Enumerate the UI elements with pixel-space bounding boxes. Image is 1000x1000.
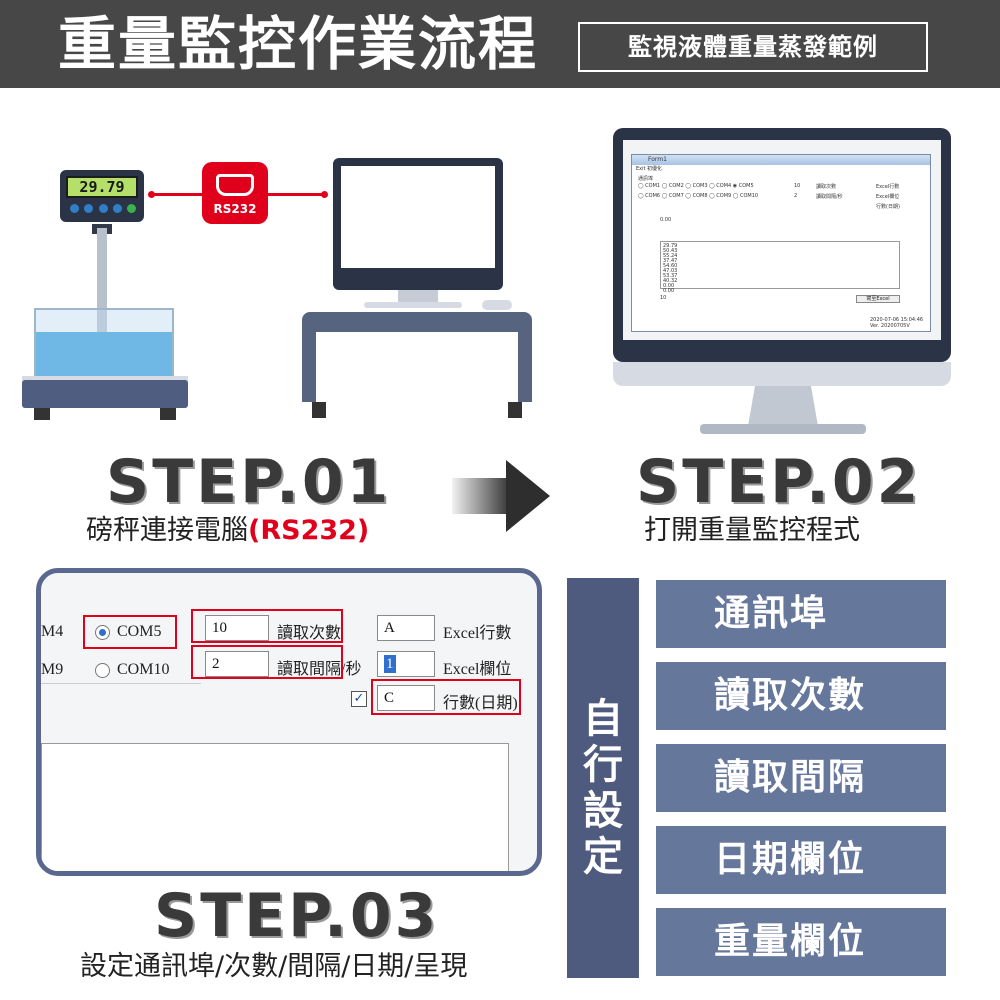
cable-end xyxy=(148,191,155,198)
app-menu[interactable]: Exit 初優化 xyxy=(636,166,663,172)
app-ports-row[interactable]: ◯ COM6 ◯ COM7 ◯ COM8 ◯ COM9 ◯ COM10 xyxy=(638,193,759,199)
big-monitor: Form1 Exit 初優化 通訊埠 ◯ COM1 ◯ COM2 ◯ COM3 … xyxy=(613,128,951,362)
setting-item-weight-column: 重量欄位 xyxy=(656,908,946,976)
setting-item-date-column: 日期欄位 xyxy=(656,826,946,894)
com10-radio[interactable] xyxy=(95,663,110,678)
desk-leg xyxy=(518,330,532,402)
highlight-box xyxy=(191,609,343,643)
scale-display: 29.79 xyxy=(60,170,144,222)
settings-heading-bar: 自 行 設 定 xyxy=(567,578,639,978)
port-label-partial: M4 xyxy=(41,623,64,640)
scale-foot xyxy=(34,408,50,420)
water-tank xyxy=(34,308,174,380)
arrow-right-icon xyxy=(452,478,508,514)
date-col-input[interactable]: C xyxy=(377,685,435,711)
setting-item-interval: 讀取間隔 xyxy=(656,744,946,812)
step1-desc: 磅秤連接電腦(RS232) xyxy=(86,514,369,548)
step3-title: STEP.03 xyxy=(154,881,440,951)
pc-screen xyxy=(341,166,495,268)
cable-line xyxy=(266,193,326,196)
highlight-box xyxy=(83,615,177,649)
rs232-connector-icon: RS232 xyxy=(202,162,268,224)
excel-col-value: 1 xyxy=(384,655,396,673)
scale-foot xyxy=(160,408,176,420)
app-excel-row-label: Excel行數 xyxy=(876,184,900,190)
desk xyxy=(302,312,532,332)
step3-desc: 設定通訊埠/次數/間隔/日期/呈現 xyxy=(80,951,468,982)
app-read-count-label: 讀取次數 xyxy=(816,184,837,190)
scale-key-icon xyxy=(127,204,136,213)
interval-label: 讀取間隔/秒 xyxy=(277,661,362,678)
header-bar: 重量監控作業流程 監視液體重量蒸發範例 xyxy=(0,0,1000,88)
app-group-label: 通訊埠 xyxy=(638,176,654,182)
page-title: 重量監控作業流程 xyxy=(58,10,539,78)
app-excel-col-label: Excel欄位 xyxy=(876,194,900,200)
date-col-label: 行數(日期) xyxy=(443,695,518,712)
monitor-stand xyxy=(748,386,818,426)
app-ports-row[interactable]: ◯ COM1 ◯ COM2 ◯ COM3 ◯ COM4 ◉ COM5 xyxy=(638,183,754,189)
monitor-chin xyxy=(613,362,951,386)
scale-key-icon xyxy=(112,204,122,213)
highlight-box xyxy=(371,679,521,715)
step1-desc-text: 磅秤連接電腦 xyxy=(86,515,248,546)
db9-port-icon xyxy=(216,174,254,196)
app-row-date-label: 行數(日期) xyxy=(876,204,900,210)
app-window: Form1 Exit 初優化 通訊埠 ◯ COM1 ◯ COM2 ◯ COM3 … xyxy=(631,154,931,332)
app-counter: 10 xyxy=(660,295,667,301)
scale-key-icon xyxy=(84,204,94,213)
setting-item-port: 通訊埠 xyxy=(656,580,946,648)
scale-keypad xyxy=(70,204,136,216)
app-interval-label: 讀取間隔/秒 xyxy=(816,194,843,200)
page-subtitle: 監視液體重量蒸發範例 xyxy=(578,22,928,72)
cable-line xyxy=(150,193,204,196)
pc-monitor xyxy=(333,158,503,290)
com10-label: COM10 xyxy=(117,661,170,678)
app-interval[interactable]: 2 xyxy=(794,193,798,199)
settings-heading: 自 行 設 定 xyxy=(583,696,623,880)
com5-label: COM5 xyxy=(117,623,162,640)
interval-input[interactable]: 2 xyxy=(205,651,269,677)
read-count-label: 讀取次數 xyxy=(277,625,342,642)
monitor-base xyxy=(700,424,866,434)
monitor-screen: Form1 Exit 初優化 通訊埠 ◯ COM1 ◯ COM2 ◯ COM3 … xyxy=(623,140,941,340)
com5-radio[interactable] xyxy=(95,625,110,640)
port-label-partial: M9 xyxy=(41,661,64,678)
scale-reading: 29.79 xyxy=(66,176,138,198)
app-read-count[interactable]: 10 xyxy=(794,183,801,189)
desk-foot xyxy=(312,402,326,418)
step2-title: STEP.02 xyxy=(636,447,922,517)
scale-key-icon xyxy=(98,204,108,213)
setting-item-read-count: 讀取次數 xyxy=(656,662,946,730)
arrow-head-icon xyxy=(506,460,550,532)
rs232-label: RS232 xyxy=(213,202,257,216)
settings-zoom-panel: M4 M9 COM5 COM10 10 讀取次數 2 讀取間隔/秒 A Exce… xyxy=(36,568,542,876)
cable-end xyxy=(321,191,328,198)
scale-pole xyxy=(97,228,107,348)
water xyxy=(36,332,172,378)
step1-title: STEP.01 xyxy=(106,447,392,517)
desk-foot xyxy=(508,402,522,418)
app-titlebar: Form1 xyxy=(632,155,930,165)
scale-key-icon xyxy=(70,204,79,213)
step1-desc-highlight: (RS232) xyxy=(248,515,370,546)
mouse-icon xyxy=(482,300,512,310)
save-excel-button[interactable]: 寫至Excel xyxy=(856,295,900,303)
app-current-value: 0.00 xyxy=(660,217,672,223)
read-count-input[interactable]: 10 xyxy=(205,615,269,641)
scale-platform xyxy=(22,376,188,382)
app-footer: 2020-07-06 15:04:46 Ver. 20200705V xyxy=(870,317,924,329)
step2-desc: 打開重量監控程式 xyxy=(644,515,860,546)
keyboard-icon xyxy=(364,302,462,308)
desk-leg xyxy=(302,330,316,402)
date-checkbox[interactable]: ✓ xyxy=(351,691,367,707)
app-log-box[interactable]: 29.79 50.43 55.24 37.47 54.60 47.03 53.3… xyxy=(660,241,900,294)
excel-row-input[interactable]: A xyxy=(377,615,435,641)
excel-col-input[interactable]: 1 xyxy=(377,651,435,677)
highlight-box xyxy=(191,645,343,679)
log-textarea[interactable] xyxy=(41,743,509,871)
excel-col-label: Excel欄位 xyxy=(443,661,512,678)
scale-base xyxy=(22,380,188,408)
group-divider xyxy=(41,683,201,684)
excel-row-label: Excel行數 xyxy=(443,625,512,642)
